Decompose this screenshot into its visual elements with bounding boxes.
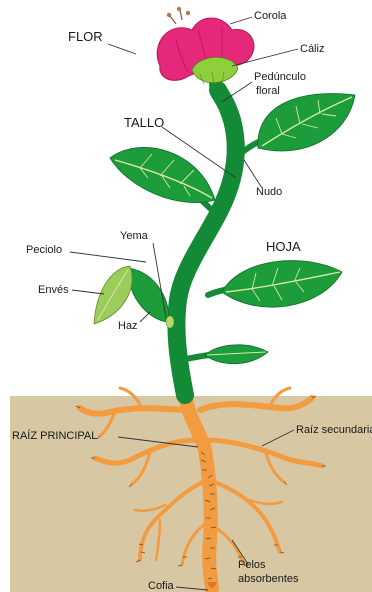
label-nudo: Nudo	[256, 186, 282, 198]
label-flor: FLOR	[68, 30, 103, 44]
leaf-upper-left	[110, 147, 215, 202]
label-absorbentes: absorbentes	[238, 573, 299, 585]
label-raiz-principal: RAÍZ PRINCIPAL	[12, 430, 97, 442]
label-floral: floral	[256, 85, 280, 97]
label-corola: Corola	[254, 10, 286, 22]
label-raiz-secundaria: Raíz secundaria	[296, 424, 372, 436]
label-yema: Yema	[120, 230, 148, 242]
arrow-enves	[72, 290, 104, 294]
label-caliz: Cáliz	[300, 43, 324, 55]
label-haz: Haz	[118, 320, 138, 332]
bud	[166, 316, 174, 328]
arrow-peciolo	[70, 252, 146, 262]
label-pelos: Pelos	[238, 559, 266, 571]
label-hoja: HOJA	[266, 240, 301, 254]
arrow-nudo	[244, 160, 262, 188]
leaf-left	[94, 266, 169, 324]
label-pedunculo: Pedúnculo	[254, 71, 306, 83]
arrow-corola	[230, 17, 252, 24]
stamens	[170, 10, 182, 24]
label-tallo: TALLO	[124, 116, 164, 130]
label-cofia: Cofia	[148, 580, 174, 592]
arrow-haz	[140, 312, 150, 322]
label-peciolo: Peciolo	[26, 244, 62, 256]
arrow-flor	[108, 44, 136, 54]
leaf-middle-right	[222, 261, 342, 308]
leaf-lower-right	[205, 345, 268, 364]
flower	[157, 7, 254, 92]
leaf-upper-right	[258, 93, 355, 151]
label-enves: Envés	[38, 284, 69, 296]
